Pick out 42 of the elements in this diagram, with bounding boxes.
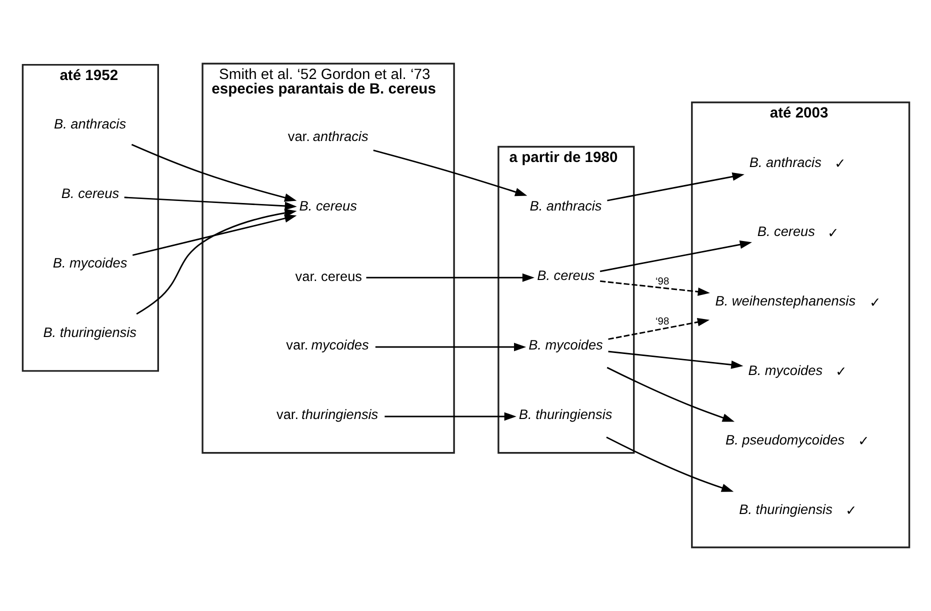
arrow bbox=[372, 150, 527, 196]
arrow bbox=[608, 318, 710, 340]
arrow bbox=[384, 412, 516, 421]
node-text: B. anthracis bbox=[54, 116, 126, 132]
node-text: var. cereus bbox=[294, 269, 362, 284]
node-text: B. thuringiensis bbox=[518, 406, 612, 422]
node-text: B. thuringiensis bbox=[42, 324, 136, 340]
arrow bbox=[599, 240, 752, 272]
node-label: ✓ bbox=[827, 225, 840, 240]
node-text: B. mycoides bbox=[528, 337, 602, 352]
node-text: var. anthracis bbox=[287, 129, 368, 144]
edge-label: ‘98 bbox=[654, 276, 669, 288]
arrow bbox=[132, 214, 296, 256]
node-label: ✓ bbox=[845, 503, 858, 518]
node-text: B. cereus bbox=[756, 224, 814, 240]
node-text: var. mycoides bbox=[286, 337, 368, 352]
node-text: B. anthracis bbox=[529, 198, 602, 214]
node-text: B. cereus bbox=[298, 198, 356, 214]
node-text: B. cereus bbox=[60, 186, 119, 202]
node-text: B. thuringiensis bbox=[738, 502, 832, 517]
arrow bbox=[374, 342, 526, 352]
arrow bbox=[124, 196, 296, 210]
node-label: ✓ bbox=[834, 364, 848, 380]
node-text: B. mycoides bbox=[748, 363, 822, 378]
node-text: B. pseudomycoides bbox=[724, 432, 844, 448]
arrow bbox=[606, 436, 734, 492]
node-label: ✓ bbox=[858, 434, 870, 449]
node-label: ✓ bbox=[869, 294, 882, 310]
node-text: B. cereus bbox=[536, 268, 594, 284]
node-label: ✓ bbox=[834, 156, 846, 171]
arrow bbox=[608, 350, 743, 369]
node-text: B. mycoides bbox=[52, 255, 127, 270]
arrow bbox=[136, 208, 296, 315]
arrow bbox=[606, 172, 744, 202]
node-text: var. thuringiensis bbox=[276, 406, 378, 422]
arrow bbox=[130, 144, 296, 202]
edge-label: ‘98 bbox=[654, 316, 669, 328]
node-text: B. anthracis bbox=[748, 154, 821, 170]
arrow bbox=[366, 273, 534, 282]
node-text: B. weihenstephanensis bbox=[714, 294, 856, 309]
arrow bbox=[599, 280, 710, 296]
arrow bbox=[606, 366, 734, 422]
